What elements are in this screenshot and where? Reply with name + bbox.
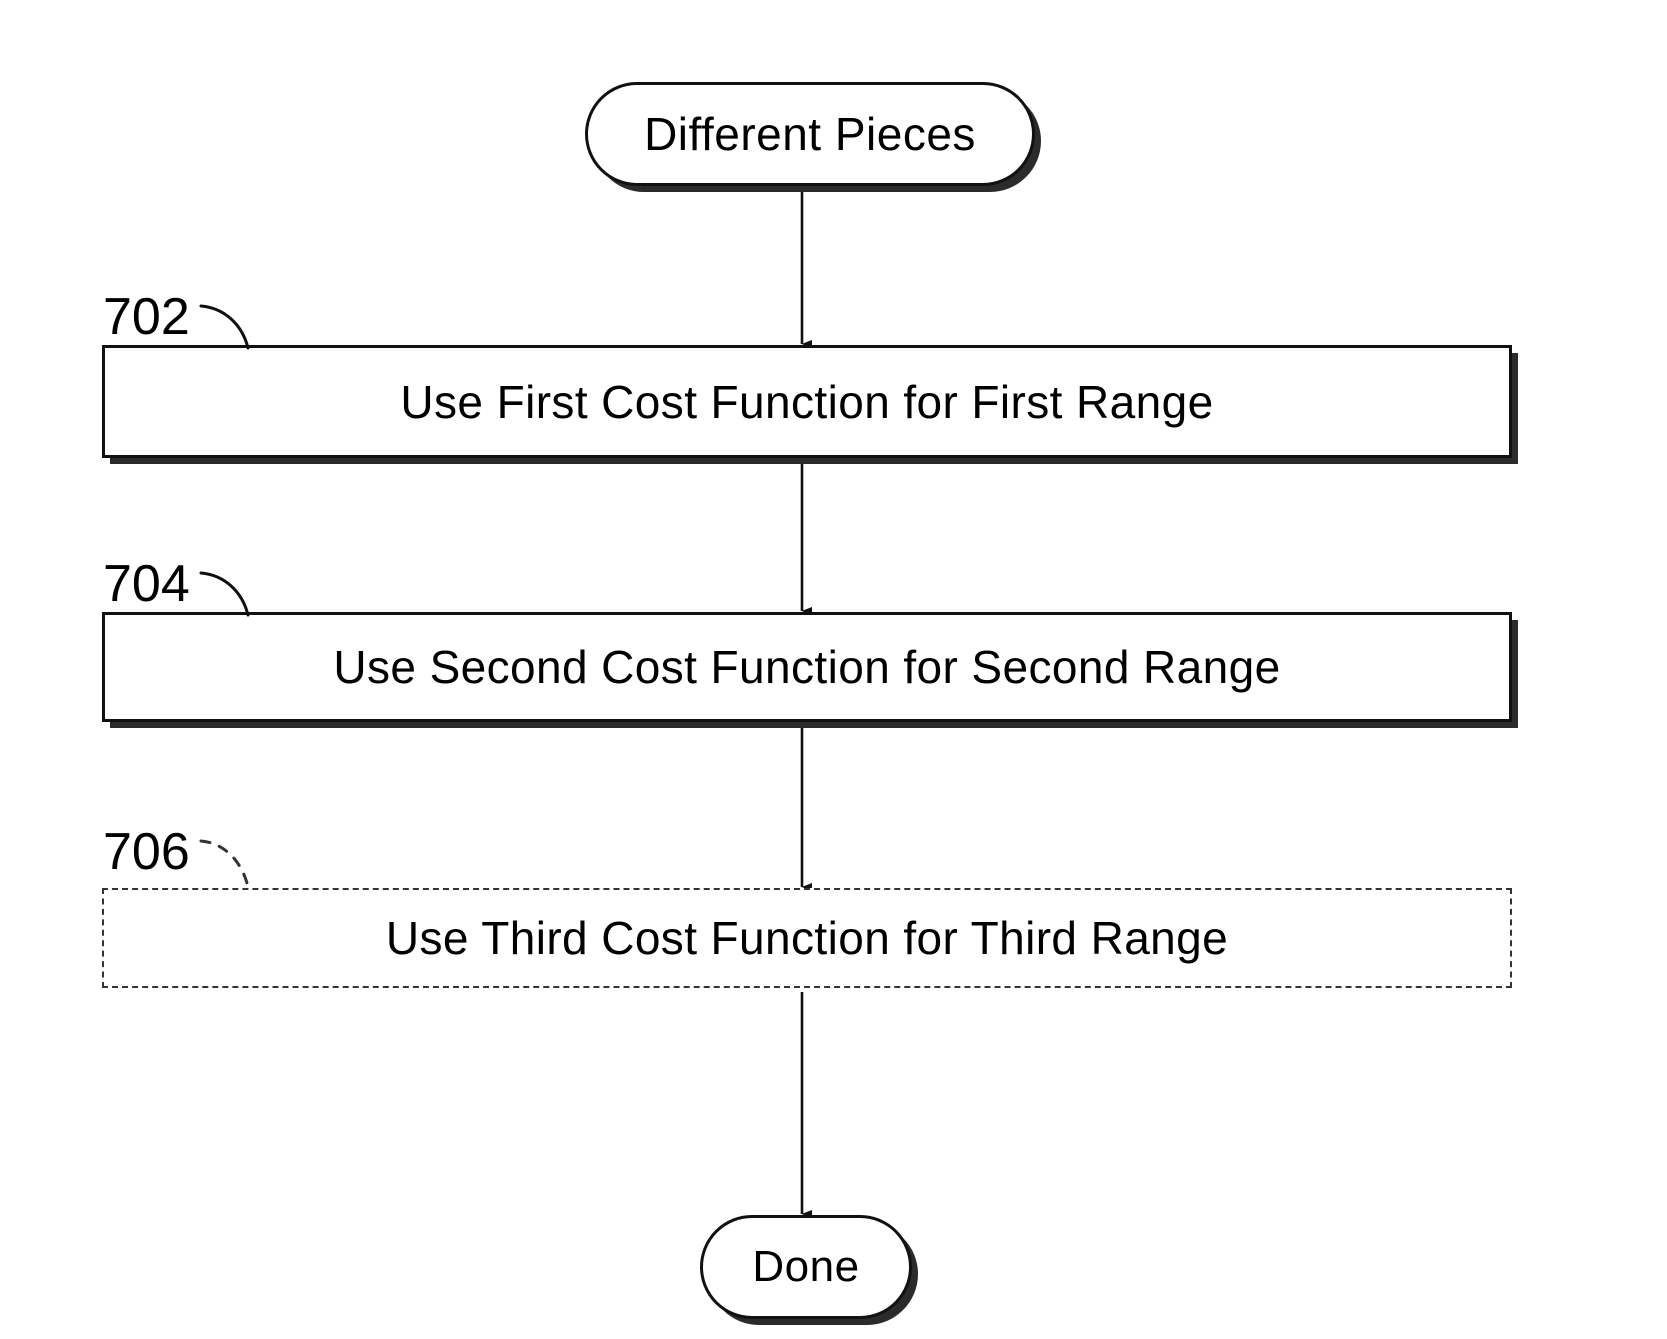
- reference-numeral-706: 706: [103, 823, 190, 881]
- process-box-704-label: Use Second Cost Function for Second Rang…: [333, 641, 1281, 693]
- reference-numeral-704: 704: [103, 555, 190, 613]
- end-terminal-label: Done: [752, 1242, 860, 1291]
- process-box-706-label: Use Third Cost Function for Third Range: [385, 912, 1229, 964]
- start-terminal-label: Different Pieces: [644, 108, 976, 160]
- process-box-704: Use Second Cost Function for Second Rang…: [102, 612, 1512, 722]
- process-box-702-label: Use First Cost Function for First Range: [400, 375, 1214, 428]
- reference-numeral-702: 702: [103, 288, 190, 346]
- leader-line-706: [199, 839, 250, 889]
- process-box-706-optional: Use Third Cost Function for Third Range: [102, 888, 1512, 988]
- process-box-702: Use First Cost Function for First Range: [102, 345, 1512, 458]
- start-terminal-node: Different Pieces: [585, 82, 1035, 186]
- end-terminal-node: Done: [700, 1215, 912, 1319]
